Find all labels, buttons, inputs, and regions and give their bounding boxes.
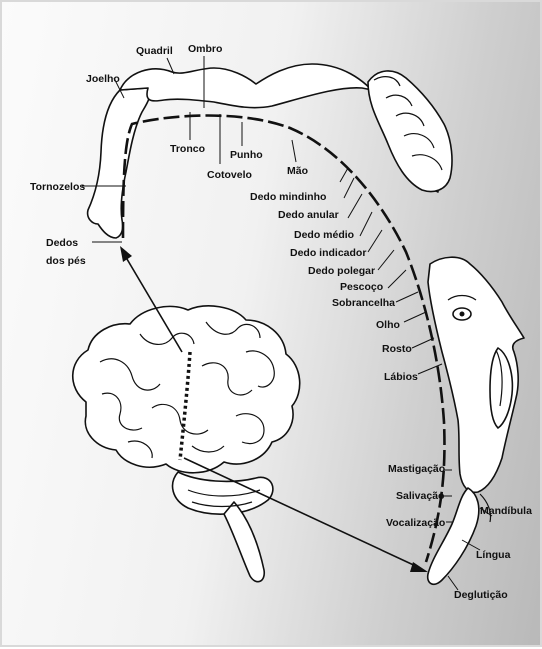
arrowhead: [120, 246, 132, 262]
label-mastigacao: Mastigação: [388, 463, 445, 475]
label-dedos-line1: Dedos: [46, 237, 78, 249]
label-dedos-line2: dos pés: [46, 255, 86, 267]
label-mao: Mão: [287, 165, 308, 177]
label-punho: Punho: [230, 149, 263, 161]
label-ombro: Ombro: [188, 43, 222, 55]
leader-line: [368, 230, 382, 252]
label-labios: Lábios: [384, 371, 418, 383]
label-rosto: Rosto: [382, 343, 412, 355]
label-mandibula: Mandíbula: [480, 505, 532, 517]
leader-line: [412, 338, 434, 348]
leader-line: [340, 168, 348, 182]
hand-shape: [368, 71, 452, 192]
leader-line: [404, 312, 426, 322]
leader-line: [448, 576, 458, 590]
label-dedo-indicador: Dedo indicador: [290, 247, 366, 259]
label-olho: Olho: [376, 319, 400, 331]
leader-line: [348, 194, 362, 218]
label-cotovelo: Cotovelo: [207, 169, 252, 181]
arrowhead: [410, 562, 428, 572]
leader-line: [396, 292, 418, 302]
label-salivacao: Salivação: [396, 490, 444, 502]
leader-line: [388, 270, 406, 288]
label-tronco: Tronco: [170, 143, 205, 155]
label-pescoco: Pescoço: [340, 281, 383, 293]
brainstem-shape: [224, 502, 264, 582]
leader-line: [360, 212, 372, 236]
label-joelho: Joelho: [86, 73, 120, 85]
tongue-shape: [428, 488, 479, 584]
label-vocalizacao: Vocalização: [386, 517, 445, 529]
leader-line: [292, 140, 296, 162]
label-degluticao: Deglutição: [454, 589, 508, 601]
leg-shape: [88, 88, 150, 238]
leader-line: [378, 250, 394, 270]
label-dedo-anular: Dedo anular: [278, 209, 339, 221]
label-dedo-medio: Dedo médio: [294, 229, 354, 241]
brain-illustration: [73, 306, 300, 582]
label-lingua: Língua: [476, 549, 511, 561]
label-sobrancelha: Sobrancelha: [332, 297, 395, 309]
label-tornozelos: Tornozelos: [30, 181, 85, 193]
label-quadril: Quadril: [136, 45, 173, 57]
label-dedo-polegar: Dedo polegar: [308, 265, 375, 277]
leader-line: [344, 178, 354, 198]
pupil-shape: [460, 312, 465, 317]
label-dedo-mindinho: Dedo mindinho: [250, 191, 326, 203]
